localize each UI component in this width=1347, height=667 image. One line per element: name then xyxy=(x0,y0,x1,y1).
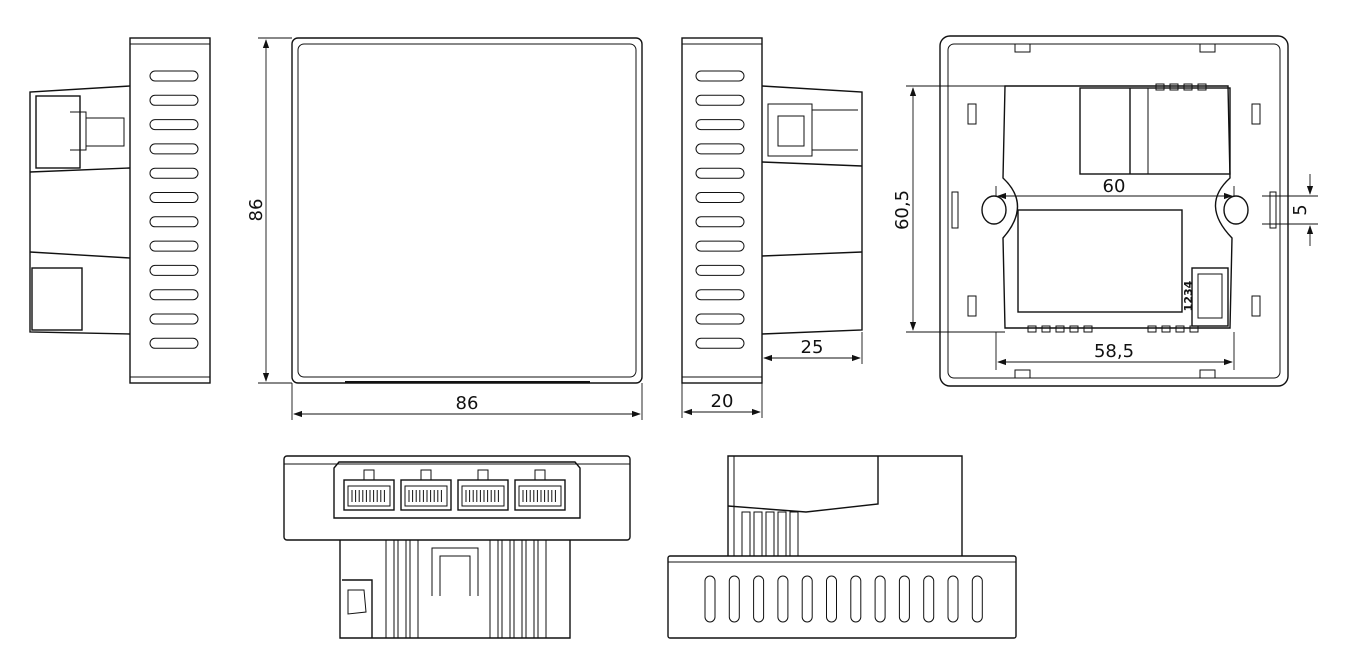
vent-slot xyxy=(149,94,199,106)
fin xyxy=(741,511,751,557)
vent-slot xyxy=(850,575,862,623)
dim-front-height: 86 xyxy=(246,199,267,222)
fin xyxy=(789,511,799,557)
fin xyxy=(525,539,535,639)
vent-slot xyxy=(149,119,199,131)
pin xyxy=(1197,83,1207,91)
vent-slot xyxy=(695,313,745,325)
left-vent-slots xyxy=(149,70,199,349)
dim-side-depth-front: 20 xyxy=(711,391,734,412)
rj-port-inner xyxy=(404,485,448,507)
vent-slot xyxy=(923,575,935,623)
fin xyxy=(385,539,395,639)
vent-slot xyxy=(695,216,745,228)
vent-slot xyxy=(695,167,745,179)
vent-slot xyxy=(149,192,199,203)
bottom-fins xyxy=(385,539,547,639)
terminal-label: 1234 xyxy=(1182,280,1195,311)
pin xyxy=(1069,325,1079,333)
vent-slot xyxy=(149,240,199,252)
fin xyxy=(489,539,499,639)
vent-slot xyxy=(695,289,745,301)
pin xyxy=(1041,325,1051,333)
dim-rear-height: 60,5 xyxy=(892,190,913,230)
fin xyxy=(409,539,419,639)
right-side-view: 25 20 xyxy=(681,37,863,418)
left-side-view xyxy=(29,37,211,384)
pin xyxy=(1147,325,1157,333)
fin xyxy=(753,511,763,557)
vent-slot xyxy=(874,575,886,623)
dim-front-width: 86 xyxy=(456,393,479,414)
rj-port-tab xyxy=(420,469,432,481)
top-vent-slots xyxy=(704,575,983,623)
rj-port-inner xyxy=(347,485,391,507)
vent-slot xyxy=(149,167,199,179)
pin xyxy=(1027,325,1037,333)
fin xyxy=(537,539,547,639)
vent-slot xyxy=(801,575,813,623)
rj-port-inner xyxy=(461,485,505,507)
pin xyxy=(1175,325,1185,333)
fin xyxy=(777,511,787,557)
vent-slot xyxy=(777,575,789,623)
vent-slot xyxy=(149,289,199,301)
vent-slot xyxy=(898,575,910,623)
top-fins xyxy=(741,511,799,557)
vent-slot xyxy=(826,575,837,623)
vent-slot xyxy=(149,70,199,82)
rj-port-inner xyxy=(518,485,562,507)
fin xyxy=(397,539,407,639)
pin xyxy=(1155,83,1165,91)
fin xyxy=(501,539,511,639)
pin xyxy=(1183,83,1193,91)
dim-rear-width: 58,5 xyxy=(1094,341,1134,362)
vent-slot xyxy=(695,94,745,106)
fin xyxy=(513,539,523,639)
rear-view: 1234 60 60,5 5 58,5 xyxy=(892,35,1318,387)
vent-slot xyxy=(695,240,745,252)
rear-bottom-pins xyxy=(1027,325,1199,333)
pin xyxy=(1161,325,1171,333)
pin xyxy=(1055,325,1065,333)
vent-slot xyxy=(695,264,745,276)
rj-port-tab xyxy=(477,469,489,481)
bottom-view xyxy=(283,455,631,639)
vent-slot xyxy=(149,313,199,325)
vent-slot xyxy=(149,337,199,349)
rj-ports xyxy=(343,469,566,511)
front-view: 86 86 xyxy=(246,37,643,420)
pin xyxy=(1083,325,1093,333)
rear-top-pins xyxy=(1155,83,1207,91)
dim-rear-hole-spacing: 60 xyxy=(1103,176,1126,197)
vent-slot xyxy=(695,192,745,203)
dim-rear-slot: 5 xyxy=(1290,204,1311,215)
vent-slot xyxy=(149,264,199,276)
vent-slot xyxy=(753,575,765,623)
rj-port-tab xyxy=(534,469,546,481)
dim-side-depth-back: 25 xyxy=(801,337,824,358)
top-view xyxy=(667,455,1017,639)
vent-slot xyxy=(947,575,959,623)
pin xyxy=(1189,325,1199,333)
vent-slot xyxy=(971,575,983,623)
fin xyxy=(765,511,775,557)
pin xyxy=(1169,83,1179,91)
right-vent-slots xyxy=(695,70,745,349)
vent-slot xyxy=(149,216,199,228)
vent-slot xyxy=(695,143,745,155)
vent-slot xyxy=(704,575,716,623)
vent-slot xyxy=(695,119,745,131)
vent-slot xyxy=(728,575,740,623)
rj-port-tab xyxy=(363,469,375,481)
vent-slot xyxy=(695,337,745,349)
vent-slot xyxy=(695,70,745,82)
vent-slot xyxy=(149,143,199,155)
